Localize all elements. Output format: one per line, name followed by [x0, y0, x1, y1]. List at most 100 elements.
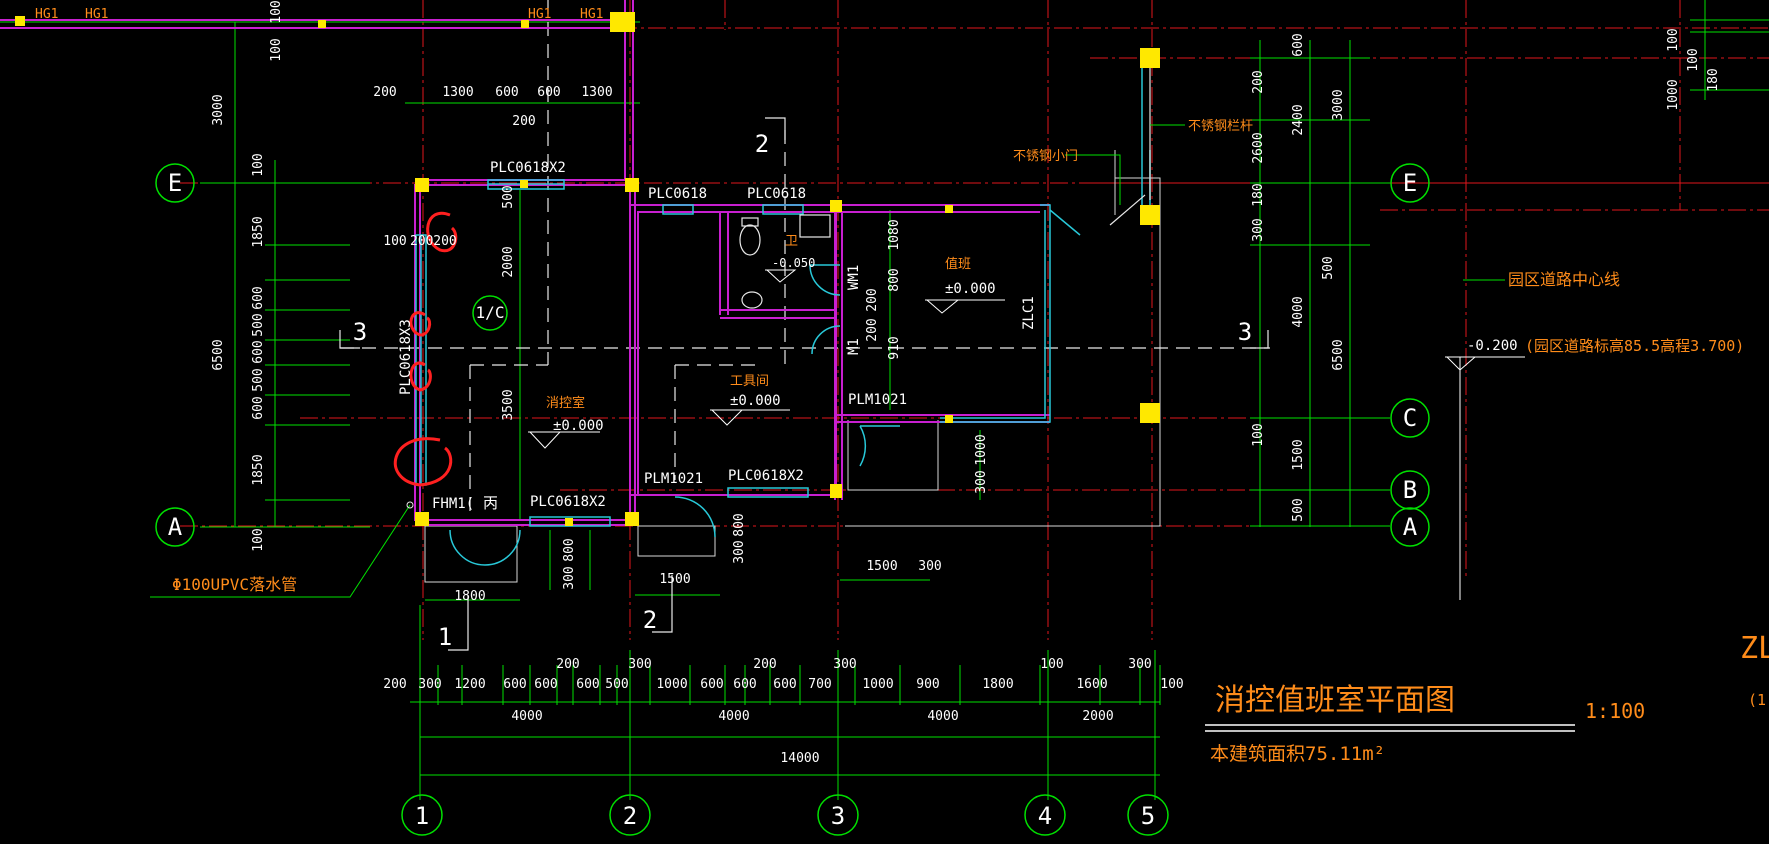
detail-ref-label: 1/C: [476, 303, 505, 322]
dim-bottom-6: 600: [576, 677, 599, 692]
opening-door-bottom: PLM1021: [644, 471, 703, 487]
dim-misc-v-7: 910: [887, 336, 902, 359]
dim-misc-v-2: 3500: [501, 389, 516, 420]
dim-right-0: 600: [1291, 33, 1306, 56]
dim-right-detail-5: 500: [1321, 256, 1336, 279]
dim-top-5: 200: [512, 114, 535, 129]
dim-misc-v-13: 300: [562, 566, 577, 589]
dim-bottom-18: 1800: [982, 677, 1013, 692]
opening-top-mid2: PLC0618: [747, 186, 806, 202]
hg-label-2: HG1: [85, 7, 108, 22]
hg-label-1: HG1: [35, 7, 58, 22]
opening-top-mid1: PLC0618: [648, 186, 707, 202]
opening-door-right: PLM1021: [848, 392, 907, 408]
dim-bottom-19: 100: [1040, 657, 1063, 672]
dim-bottom-14: 700: [808, 677, 831, 692]
room-name-tools: 工具间: [730, 374, 769, 389]
drawing-scale: 1:100: [1585, 699, 1645, 723]
dim-top-2: 600: [495, 85, 518, 100]
dim-left-7: 1850: [251, 454, 266, 485]
annotation-road-level: (园区道路标高85.5高程3.700): [1525, 337, 1744, 355]
axis-label-1: 1: [415, 802, 429, 830]
room-name-c: 丙: [483, 494, 498, 512]
dim-left-8: 100: [251, 528, 266, 551]
text-layer: E A E C B A 1 2 3 4 5 1/C 3 3 2 2 1 消控室 …: [35, 7, 1769, 830]
dim-misc-h-1: 1800: [454, 589, 485, 604]
room-name-wc: 卫: [785, 234, 798, 249]
dim-right-detail-0: 200: [1251, 70, 1266, 93]
red-annotation-marks: [393, 211, 458, 487]
dim-misc-v-10: 800: [732, 513, 747, 536]
opening-door-m: M1: [846, 338, 862, 355]
dim-misc-v-18: 100: [1686, 48, 1701, 71]
dim-misc-h-0: 200: [410, 234, 433, 249]
walls: [0, 0, 1050, 526]
dim-bottom-15: 300: [833, 657, 856, 672]
dim-misc-v-14: 100: [269, 0, 284, 23]
dim-bottom-7: 500: [605, 677, 628, 692]
dim-misc-h-5: 100: [383, 234, 406, 249]
axis-bubbles: [155, 163, 1430, 836]
section-mark-right: 3: [1238, 318, 1252, 346]
dim-mid-2: 4000: [927, 709, 958, 724]
dim-left-outer-1: 6500: [211, 339, 226, 370]
dim-misc-v-5: 200: [865, 288, 880, 311]
section-mark-bottom: 2: [643, 606, 657, 634]
dim-top-3: 600: [537, 85, 560, 100]
dim-left-outer-0: 3000: [211, 94, 226, 125]
dim-misc-v-4: 800: [887, 268, 902, 291]
dimension-text: 200 1300 600 600 1300 200 200 300 1200 6…: [211, 0, 1721, 766]
dim-bottom-13: 600: [773, 677, 796, 692]
axis-label-e-right: E: [1403, 169, 1417, 197]
annotation-pipe: Φ100UPVC落水管: [172, 575, 297, 594]
dim-bottom-4: 600: [534, 677, 557, 692]
columns: [15, 12, 1160, 526]
opening-left-side: PLC0618X3: [398, 319, 414, 395]
axis-label-c-right: C: [1403, 404, 1417, 432]
annotation-road-center: 园区道路中心线: [1508, 270, 1620, 289]
dim-left-5: 500: [251, 368, 266, 391]
dim-misc-v-15: 100: [269, 38, 284, 61]
dim-misc-h-4: 300: [918, 559, 941, 574]
partial-label: ZL: [1740, 631, 1769, 666]
room-name-control: 消控室: [546, 395, 585, 411]
toilet-fixture: [739, 214, 831, 309]
opening-fire-door: FHM1(: [432, 496, 474, 512]
dim-right-1: 2400: [1291, 104, 1306, 135]
dim-bottom-8: 300: [628, 657, 651, 672]
dim-left-6: 600: [251, 396, 266, 419]
dim-bottom-9: 1000: [656, 677, 687, 692]
opening-window-big: ZLC1: [1021, 296, 1037, 330]
room-name-duty: 值班: [945, 256, 971, 272]
dimension-lines: [0, 0, 1769, 800]
dim-total: 14000: [780, 751, 819, 766]
dim-misc-v-17: 1000: [1666, 79, 1681, 110]
dashed-lines: [340, 0, 1270, 520]
dim-mid-3: 2000: [1082, 709, 1113, 724]
dim-left-2: 600: [251, 286, 266, 309]
section-mark-left: 3: [353, 318, 367, 346]
opening-bottom-mid: PLC0618X2: [728, 468, 804, 484]
partial-paren: (1: [1748, 691, 1766, 709]
opening-top-left: PLC0618X2: [490, 160, 566, 176]
axis-label-2: 2: [623, 802, 637, 830]
axis-label-b-right: B: [1403, 476, 1417, 504]
dim-bottom-21: 300: [1128, 657, 1151, 672]
axis-label-e-left: E: [168, 169, 182, 197]
dim-right-3: 1500: [1291, 439, 1306, 470]
dim-misc-h-3: 1500: [866, 559, 897, 574]
room-level-duty: ±0.000: [945, 281, 996, 297]
dim-mid-1: 4000: [718, 709, 749, 724]
dim-misc-v-3: 1080: [887, 219, 902, 250]
drawing-title: 消控值班室平面图: [1215, 683, 1455, 718]
section-lines: [339, 117, 1269, 651]
hg-label-4: HG1: [580, 7, 603, 22]
dim-bottom-16: 1000: [862, 677, 893, 692]
dim-bottom-12: 200: [753, 657, 776, 672]
dim-mid-0: 4000: [511, 709, 542, 724]
title-underline: [1205, 724, 1575, 732]
dim-bottom-10: 600: [700, 677, 723, 692]
dim-right-detail-2: 180: [1251, 183, 1266, 206]
dim-bottom-20: 1600: [1076, 677, 1107, 692]
